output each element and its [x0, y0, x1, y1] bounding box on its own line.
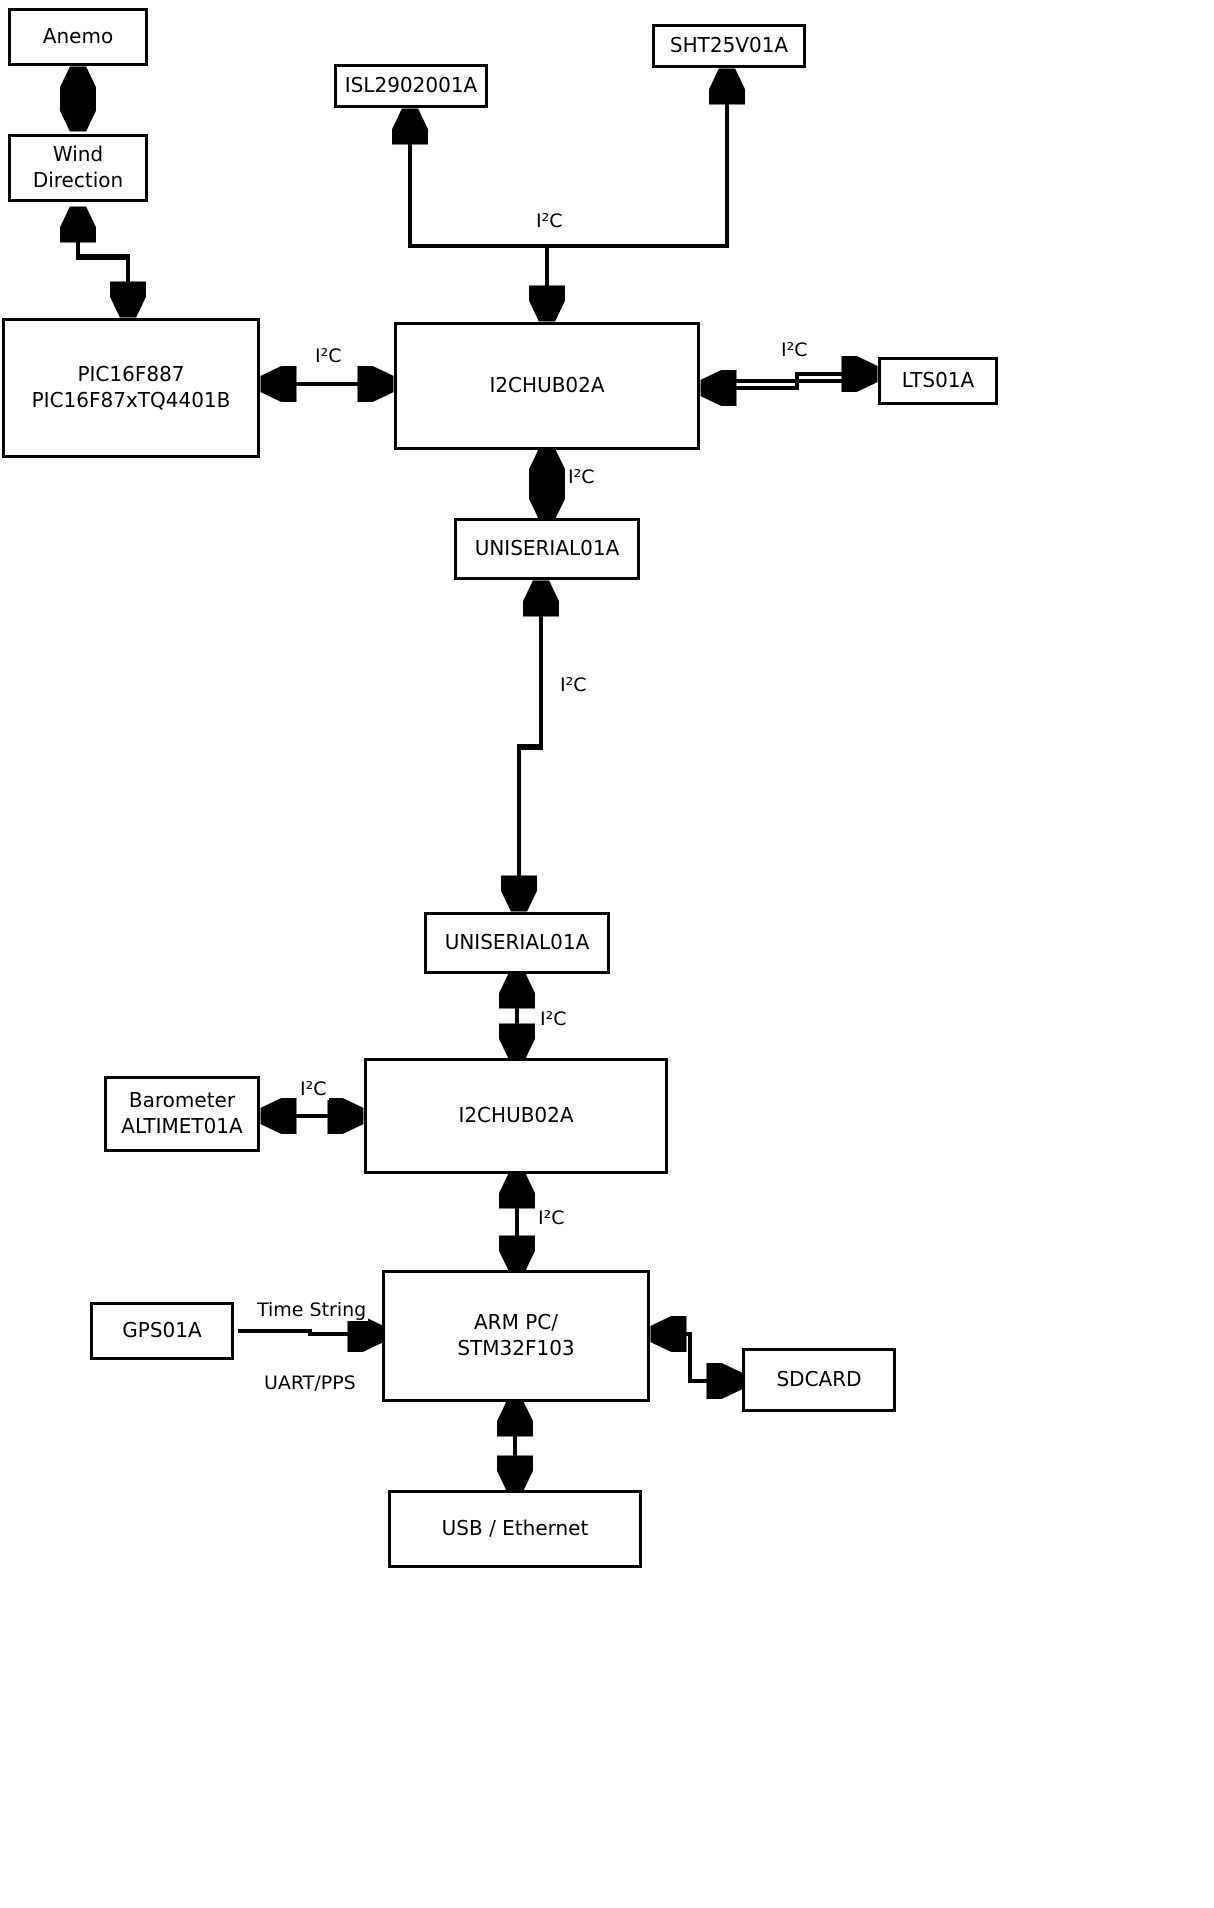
node-lts01a[interactable]: LTS01A: [878, 357, 998, 405]
edge-label-time-string: Time String: [255, 1299, 369, 1321]
edge-label-i2c-uni1-uni2: I²C: [558, 674, 589, 696]
edge-label-i2c-hub-sensors: I²C: [534, 210, 565, 232]
wire-pic-winddirection: [78, 212, 130, 316]
edge-label-i2c-uni2-hub2: I²C: [538, 1008, 569, 1030]
edge-label-i2c-hub-uni1: I²C: [566, 466, 597, 488]
wire-lts-hub-left: [706, 381, 872, 388]
node-i2chub02a-bottom[interactable]: I2CHUB02A: [364, 1058, 668, 1174]
edge-label-i2c-hub2-arm: I²C: [536, 1207, 567, 1229]
wire-uni1-uni2: [519, 584, 543, 906]
node-uniserial01a-2[interactable]: UNISERIAL01A: [424, 912, 610, 974]
wire-gps-arm: [238, 1331, 378, 1334]
node-sdcard[interactable]: SDCARD: [742, 1348, 896, 1412]
node-i2chub02a-top[interactable]: I2CHUB02A: [394, 322, 700, 450]
node-wind-direction[interactable]: Wind Direction: [8, 134, 148, 202]
wire-hub-isl: [410, 114, 549, 318]
node-sht25v01a[interactable]: SHT25V01A: [652, 24, 806, 68]
node-uniserial01a-1[interactable]: UNISERIAL01A: [454, 518, 640, 580]
edge-label-i2c-baro-hub2: I²C: [298, 1078, 329, 1100]
wire-winddirection-pic: [76, 208, 128, 312]
edge-label-uart-pps: UART/PPS: [262, 1372, 358, 1394]
node-pic16f887[interactable]: PIC16F887 PIC16F87xTQ4401B: [2, 318, 260, 458]
wire-hub-sht: [545, 74, 727, 318]
edge-label-i2c-pic-hub: I²C: [313, 345, 344, 367]
node-anemo[interactable]: Anemo: [8, 8, 148, 66]
wire-sdcard-arm-in: [656, 1334, 737, 1383]
node-isl2902001a[interactable]: ISL2902001A: [334, 64, 488, 108]
node-usb-ethernet[interactable]: USB / Ethernet: [388, 1490, 642, 1568]
node-gps01a[interactable]: GPS01A: [90, 1302, 234, 1360]
wire-hub-lts-right: [706, 374, 872, 381]
wire-arm-sdcard-out: [656, 1332, 737, 1381]
edge-label-i2c-hub-lts: I²C: [779, 339, 810, 361]
node-arm-pc[interactable]: ARM PC/ STM32F103: [382, 1270, 650, 1402]
node-barometer[interactable]: Barometer ALTIMET01A: [104, 1076, 260, 1152]
